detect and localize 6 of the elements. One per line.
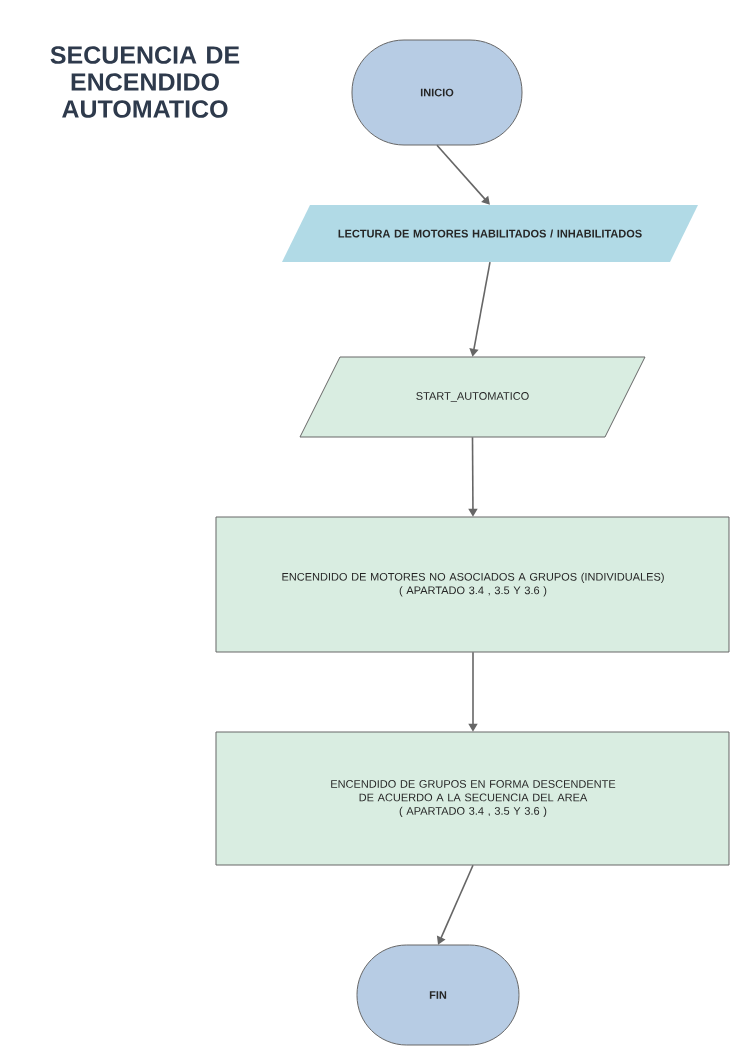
title: SECUENCIA DE ENCENDIDO AUTOMATICO: [50, 46, 240, 118]
process-box: ENCENDIDO DE GRUPOS EN FORMA DESCENDENTE DE ACUERDO A LA SECUENCIA DEL AREA ( APARTADO 3.4 , 3.5 Y 3.6 ): [215, 731, 730, 866]
data-parallelogram: START_AUTOMATICO: [299, 356, 646, 438]
arrow: [436, 144, 490, 205]
data-parallelogram: LECTURA DE MOTORES HABILITADOS / INHABILITADOS: [282, 205, 698, 262]
process-box: ENCENDIDO DE MOTORES NO ASOCIADOS A GRUPOS (INDIVIDUALES) ( APARTADO 3.4 , 3.5 Y 3.6 ): [215, 516, 730, 653]
